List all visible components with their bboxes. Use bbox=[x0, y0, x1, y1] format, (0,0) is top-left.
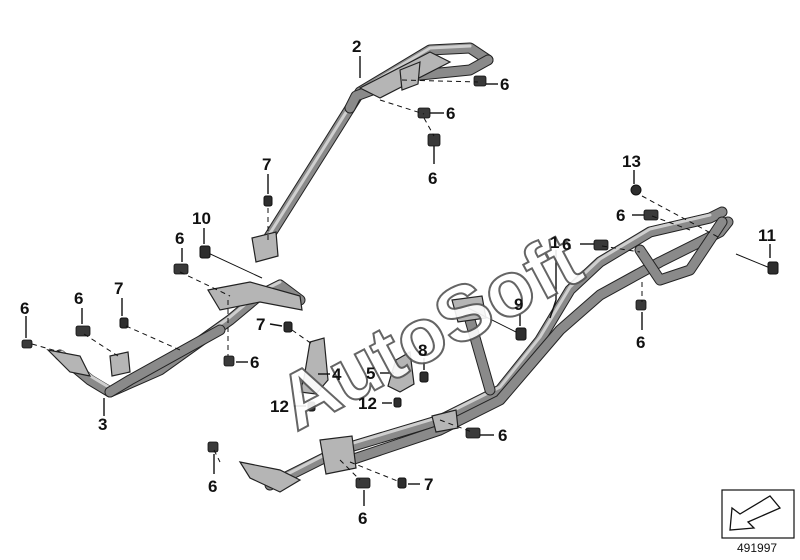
callout-6: 6 bbox=[616, 206, 625, 225]
callout-6: 6 bbox=[498, 426, 507, 445]
leader-lines bbox=[25, 56, 771, 506]
callout-1: 1 bbox=[550, 233, 559, 252]
reference-number: 491997 bbox=[737, 541, 777, 555]
part-2-rack-frame bbox=[251, 42, 494, 263]
callout-6: 6 bbox=[20, 299, 29, 318]
part-7-screws bbox=[119, 195, 407, 489]
callout-6: 6 bbox=[358, 509, 367, 528]
part-6-clips bbox=[21, 75, 659, 489]
callout-13: 13 bbox=[622, 152, 641, 171]
part-13-screw bbox=[630, 184, 642, 196]
callout-10: 10 bbox=[192, 209, 211, 228]
callout-2: 2 bbox=[352, 37, 361, 56]
callout-12: 12 bbox=[270, 397, 289, 416]
part-4-bracket bbox=[299, 337, 329, 395]
callout-12: 12 bbox=[358, 394, 377, 413]
part-12-screws bbox=[307, 397, 402, 412]
callout-5: 5 bbox=[366, 364, 375, 383]
callout-6: 6 bbox=[500, 75, 509, 94]
part-3-side-frame bbox=[46, 279, 306, 398]
callout-6: 6 bbox=[208, 477, 217, 496]
part-11-bolt bbox=[735, 253, 779, 275]
assembly-lines bbox=[31, 79, 721, 483]
arrow-down-left-icon bbox=[729, 495, 782, 531]
callout-6: 6 bbox=[250, 353, 259, 372]
part-9-bolt bbox=[467, 307, 527, 341]
callout-6: 6 bbox=[74, 289, 83, 308]
part-8-screw bbox=[419, 371, 429, 383]
callout-7: 7 bbox=[114, 279, 123, 298]
part-10-bolt bbox=[199, 245, 263, 279]
callout-8: 8 bbox=[418, 341, 427, 360]
callout-9: 9 bbox=[514, 295, 523, 314]
part-5-bracket bbox=[387, 351, 415, 393]
callout-7: 7 bbox=[424, 475, 433, 494]
callout-6: 6 bbox=[446, 104, 455, 123]
navigation-arrow-box[interactable] bbox=[721, 489, 795, 539]
callout-11: 11 bbox=[758, 226, 776, 245]
callout-3: 3 bbox=[98, 415, 107, 434]
callout-7: 7 bbox=[262, 155, 271, 174]
callout-6: 6 bbox=[562, 235, 571, 254]
callout-4: 4 bbox=[332, 365, 342, 384]
callout-6: 6 bbox=[636, 333, 645, 352]
callout-7: 7 bbox=[256, 315, 265, 334]
callout-6: 6 bbox=[428, 169, 437, 188]
callout-labels: 2 6 6 6 7 10 6 6 7 6 3 7 6 4 12 5 8 12 9… bbox=[20, 37, 776, 528]
callout-6: 6 bbox=[175, 229, 184, 248]
